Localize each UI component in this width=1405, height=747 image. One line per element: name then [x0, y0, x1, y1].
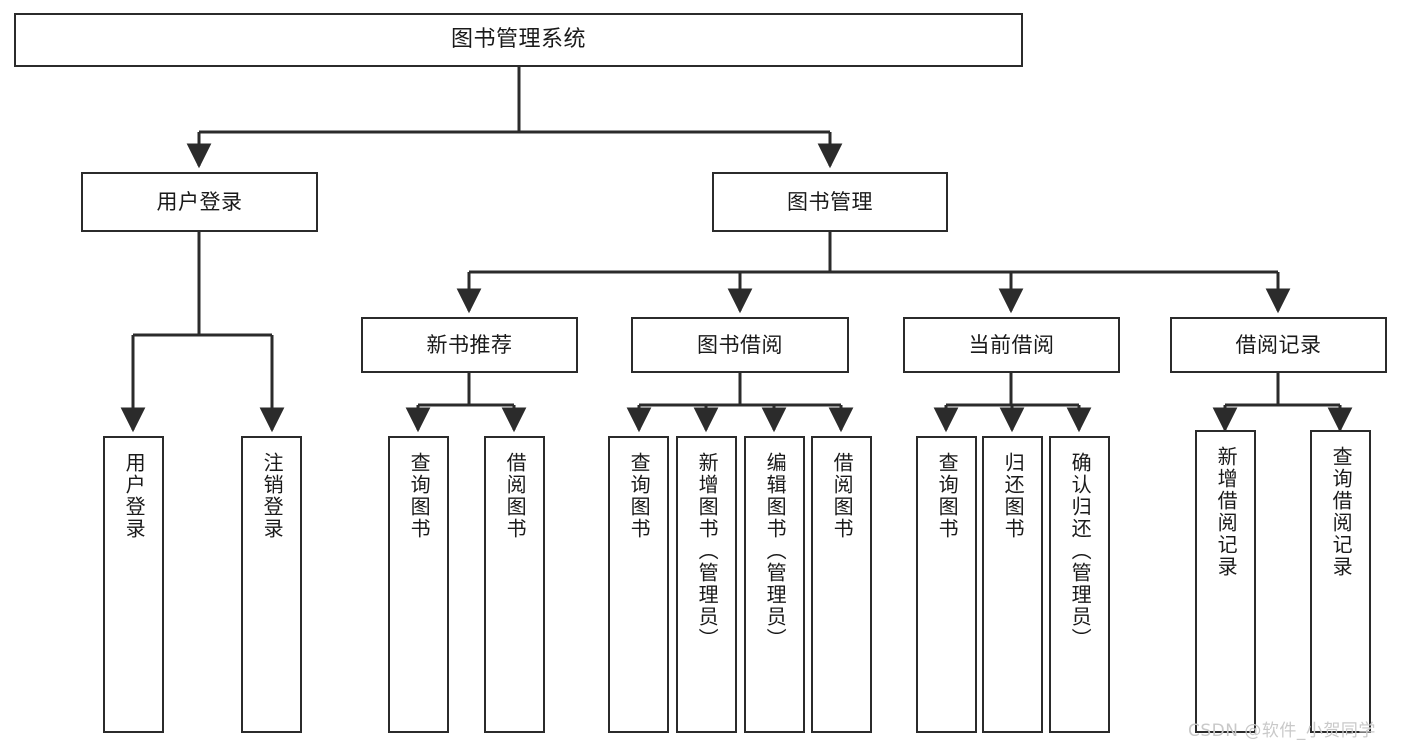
leaf-borrow-record-add[interactable]: 新增借阅记录 [1195, 430, 1256, 733]
csdn-watermark: CSDN @软件_小贺同学 [1188, 721, 1376, 741]
node-book-management[interactable]: 图书管理 [712, 172, 948, 232]
node-label: 当前借阅 [968, 332, 1055, 357]
node-label: 用户登录 [122, 452, 147, 540]
node-label: 查询图书 [627, 452, 652, 540]
leaf-current-borrow-confirm-admin[interactable]: 确认归还（管理员） [1049, 436, 1110, 733]
node-current-borrow[interactable]: 当前借阅 [903, 317, 1120, 373]
node-label: 借阅图书 [830, 452, 855, 540]
node-label: 图书管理系统 [450, 27, 586, 53]
leaf-user-login-login[interactable]: 用户登录 [103, 436, 164, 733]
node-label: 注销登录 [260, 452, 285, 540]
node-label: 用户登录 [156, 189, 243, 214]
node-label: 查询借阅记录 [1329, 446, 1354, 578]
node-label: 归还图书 [1001, 452, 1026, 540]
node-label: 图书管理 [787, 189, 873, 214]
leaf-current-borrow-query[interactable]: 查询图书 [916, 436, 977, 733]
node-borrow-record[interactable]: 借阅记录 [1170, 317, 1387, 373]
node-label: 借阅记录 [1235, 332, 1322, 357]
leaf-book-borrow-edit-admin[interactable]: 编辑图书（管理员） [744, 436, 805, 733]
leaf-new-book-borrow[interactable]: 借阅图书 [484, 436, 545, 733]
leaf-book-borrow-add-admin[interactable]: 新增图书（管理员） [676, 436, 737, 733]
node-label: 查询图书 [935, 452, 960, 540]
node-label: 查询图书 [407, 452, 432, 540]
node-label: 图书借阅 [697, 332, 783, 357]
node-label: 借阅图书 [503, 452, 528, 540]
node-user-login[interactable]: 用户登录 [81, 172, 318, 232]
node-label: 新增借阅记录 [1214, 446, 1239, 578]
node-label: 新书推荐 [426, 332, 513, 357]
leaf-user-login-logout[interactable]: 注销登录 [241, 436, 302, 733]
node-label: 新增图书（管理员） [695, 452, 720, 650]
leaf-borrow-record-query[interactable]: 查询借阅记录 [1310, 430, 1371, 733]
node-new-book-recommend[interactable]: 新书推荐 [361, 317, 578, 373]
node-label: 确认归还（管理员） [1068, 452, 1093, 650]
leaf-current-borrow-return[interactable]: 归还图书 [982, 436, 1043, 733]
leaf-new-book-query[interactable]: 查询图书 [388, 436, 449, 733]
node-book-borrow[interactable]: 图书借阅 [631, 317, 849, 373]
leaf-book-borrow-query[interactable]: 查询图书 [608, 436, 669, 733]
node-root-book-management-system[interactable]: 图书管理系统 [14, 13, 1023, 67]
leaf-book-borrow-borrow[interactable]: 借阅图书 [811, 436, 872, 733]
node-label: 编辑图书（管理员） [763, 452, 788, 650]
